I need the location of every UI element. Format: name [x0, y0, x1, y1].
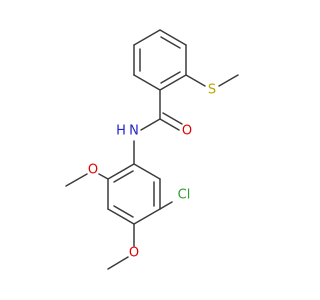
bond-methoxy-upper-methyl — [65, 173, 88, 187]
bond-ring-methoxy-upper — [98, 173, 109, 180]
structure-diagram: S O N H O O Cl — [65, 29, 239, 270]
bond-sulfur-methyl — [218, 74, 239, 87]
bond-carbonyl-oxygen — [159, 118, 180, 131]
bond — [107, 163, 135, 180]
bond — [133, 74, 161, 91]
amide-hydrogen-label: H — [116, 124, 126, 139]
bond-carbonyl-nitrogen — [140, 118, 161, 131]
carbonyl-oxygen-label: O — [182, 124, 192, 139]
bond — [107, 208, 135, 225]
chlorine-label: Cl — [178, 188, 191, 203]
bond — [159, 29, 187, 46]
bond-carbonyl-oxygen-double — [162, 112, 183, 125]
methoxy-oxygen-lower-label: O — [129, 246, 139, 261]
methoxy-oxygen-upper-label: O — [88, 163, 98, 178]
double-bond-inner — [113, 205, 134, 218]
sulfur-label: S — [208, 83, 216, 98]
double-bond-inner — [160, 71, 181, 84]
bond — [133, 29, 161, 46]
bond-methoxy-lower-methyl — [107, 256, 129, 270]
bond — [159, 74, 187, 91]
bond — [133, 163, 161, 180]
double-bond-inner — [160, 36, 181, 49]
bond-ring-sulfur — [185, 74, 206, 87]
amide-nitrogen-label: N — [129, 124, 139, 139]
bond-ring-chlorine — [159, 201, 173, 210]
double-bond-inner — [113, 170, 134, 183]
benzene-ring-top — [133, 29, 187, 91]
benzene-ring-bottom — [107, 163, 161, 225]
bond — [133, 208, 161, 225]
